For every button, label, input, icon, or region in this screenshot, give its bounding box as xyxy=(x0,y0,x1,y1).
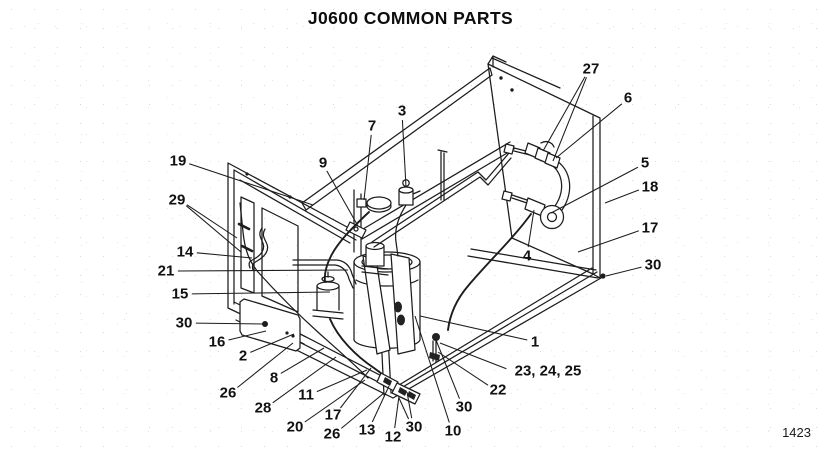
callout-4: 4 xyxy=(523,248,532,265)
callout-22: 22 xyxy=(490,382,507,399)
callout-leader-30 xyxy=(406,391,413,419)
callout-leader-9 xyxy=(326,170,359,227)
callout-26: 26 xyxy=(324,426,341,443)
callout-leader-30 xyxy=(435,339,460,399)
callout-leader-27 xyxy=(552,77,587,162)
upper-fittings xyxy=(503,141,561,169)
drain-parts xyxy=(376,372,421,405)
callout-20: 20 xyxy=(287,419,304,436)
callout-leader-30 xyxy=(605,266,642,277)
diagram-linework xyxy=(227,55,606,405)
lower-fittings xyxy=(501,190,565,230)
callout-19: 19 xyxy=(170,153,187,170)
callout-leader-15 xyxy=(191,291,331,295)
callout-leader-2 xyxy=(250,333,295,353)
page-title: J0600 COMMON PARTS xyxy=(307,8,514,28)
callout-3: 3 xyxy=(398,103,406,120)
callout-leader-28 xyxy=(272,356,337,404)
callout-11: 11 xyxy=(298,387,314,404)
callout-leader-30 xyxy=(398,397,410,420)
filler-cap xyxy=(356,196,392,213)
callout-5: 5 xyxy=(641,155,649,172)
callout-30: 30 xyxy=(176,315,193,332)
callout-leader-5 xyxy=(550,166,639,214)
callout-leader-4 xyxy=(527,209,535,248)
callout-leader-20 xyxy=(304,379,366,423)
callout-27: 27 xyxy=(583,61,600,78)
callout-leader-12 xyxy=(394,395,400,429)
callout-14: 14 xyxy=(177,244,194,261)
long-bolt xyxy=(437,149,448,201)
callout-leader-13 xyxy=(371,385,390,423)
callout-leader-7 xyxy=(363,134,372,201)
callout-2: 2 xyxy=(239,348,247,365)
regulator-valve xyxy=(361,241,389,276)
callout-leader-8 xyxy=(280,347,325,374)
callout-7: 7 xyxy=(368,118,376,135)
manifold-fitting xyxy=(345,221,367,239)
safety-valve xyxy=(394,179,421,257)
callout-6: 6 xyxy=(624,90,632,107)
solenoid-valve xyxy=(312,271,344,320)
callout-leader-17 xyxy=(339,367,372,409)
callout-30: 30 xyxy=(406,419,423,436)
panel-bracket xyxy=(487,55,507,68)
callout-leader-18 xyxy=(604,189,640,204)
top-rail xyxy=(301,67,515,240)
callout-leader-3 xyxy=(401,119,407,188)
callout-30: 30 xyxy=(456,399,473,416)
support-rail xyxy=(357,141,515,240)
callout-21: 21 xyxy=(158,263,175,280)
callout-28: 28 xyxy=(255,400,272,417)
callout-leader-26 xyxy=(237,342,294,388)
callout-leader-30 xyxy=(195,322,264,325)
callout-232425: 23, 24, 25 xyxy=(515,363,582,380)
callout-leader-232425 xyxy=(439,342,507,370)
callout-leader-10 xyxy=(414,315,450,423)
callout-29: 29 xyxy=(169,192,186,209)
callout-13: 13 xyxy=(359,422,376,439)
callout-leader-16 xyxy=(228,330,267,341)
callout-16: 16 xyxy=(209,334,226,351)
callout-30: 30 xyxy=(645,257,662,274)
callout-12: 12 xyxy=(385,429,402,446)
callout-leader-19 xyxy=(189,163,314,206)
callout-leader-22 xyxy=(437,351,489,386)
callout-17: 17 xyxy=(325,407,342,424)
mounting-stud xyxy=(429,333,440,363)
callout-leader-29 xyxy=(185,205,242,253)
callout-1: 1 xyxy=(531,334,539,351)
rivet-dots xyxy=(262,273,606,327)
callout-9: 9 xyxy=(319,155,327,172)
callout-18: 18 xyxy=(642,179,659,196)
callout-10: 10 xyxy=(445,423,462,440)
callout-leader-1 xyxy=(419,315,528,341)
back-panel xyxy=(487,55,601,279)
callout-26: 26 xyxy=(220,385,237,402)
callout-leader-29 xyxy=(186,204,238,239)
figure-number: 1423 xyxy=(782,425,811,440)
callout-8: 8 xyxy=(270,370,278,387)
callout-leader-17 xyxy=(577,230,639,253)
callout-17: 17 xyxy=(642,220,659,237)
callout-leader-21 xyxy=(177,269,349,272)
callout-leader-11 xyxy=(316,369,368,393)
callout-15: 15 xyxy=(172,286,189,303)
callout-leader-14 xyxy=(196,252,253,259)
callout-leader-6 xyxy=(555,103,623,159)
callout-leader-26 xyxy=(340,392,385,429)
callout-leader-27 xyxy=(542,76,586,152)
